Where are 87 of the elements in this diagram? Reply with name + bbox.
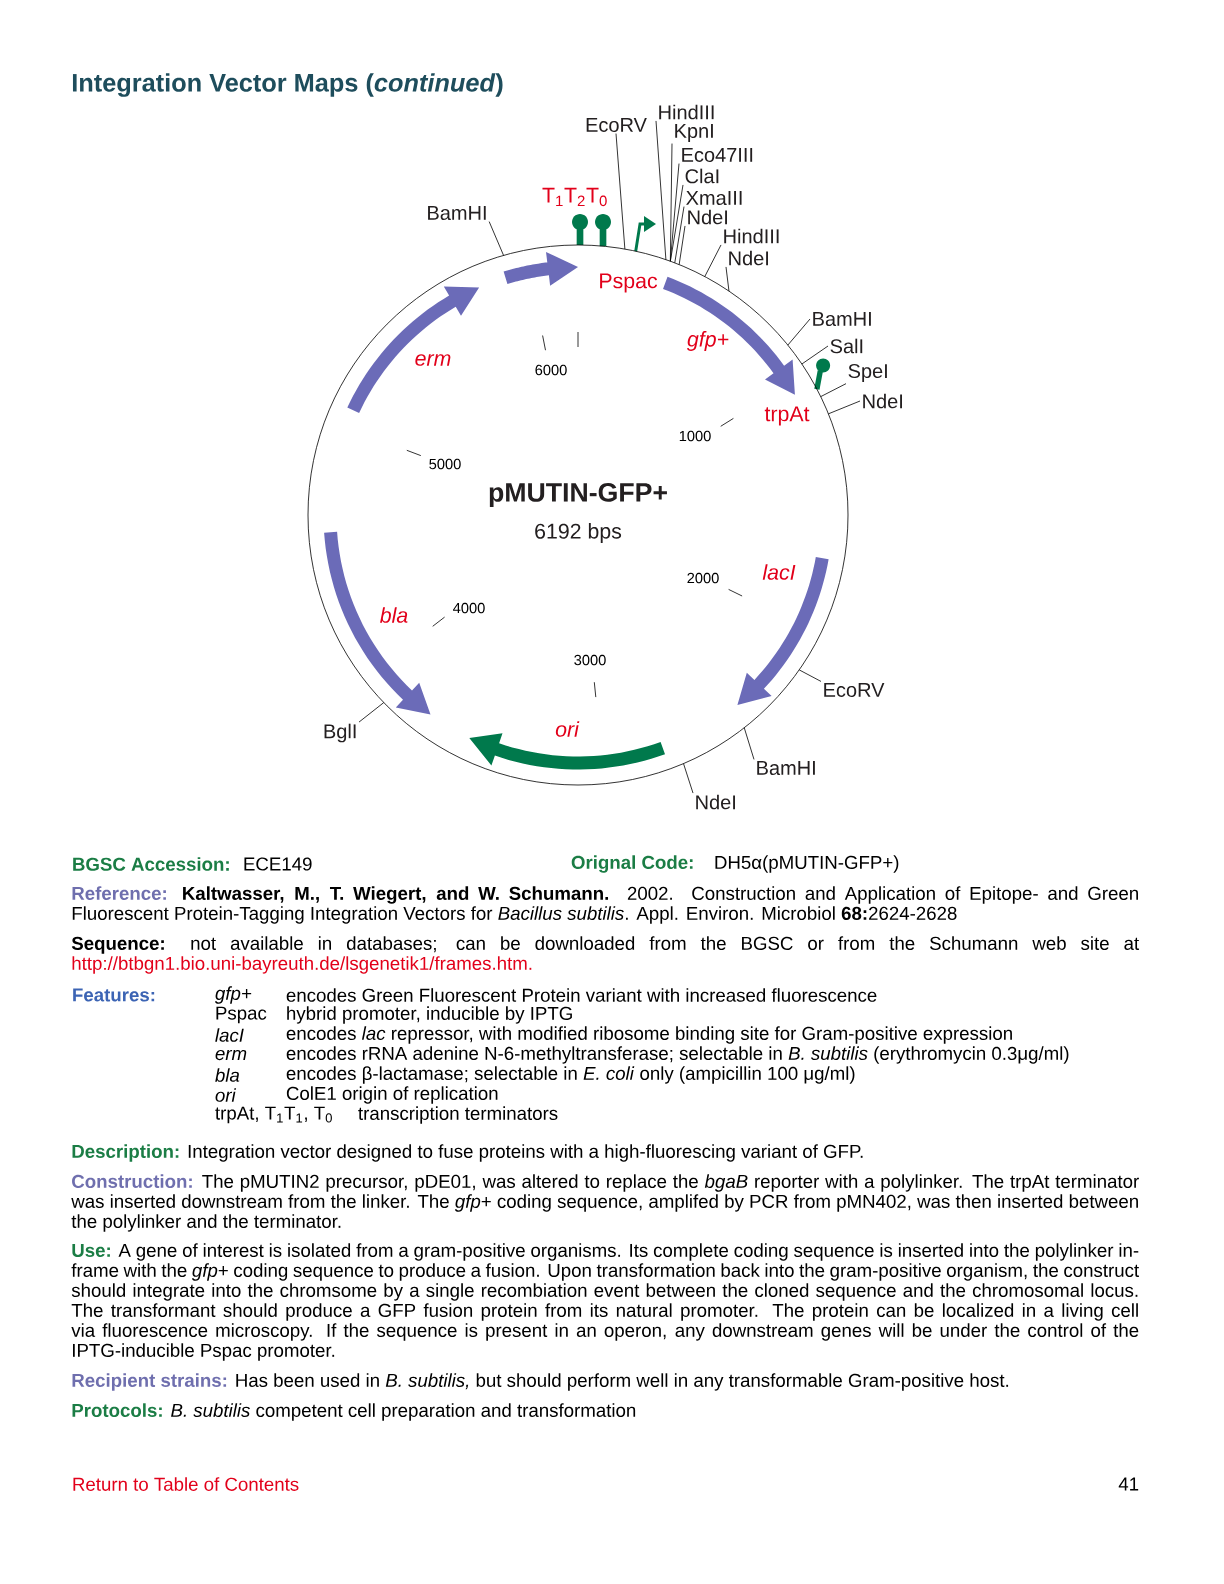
label: Kaltwasser, M., T. Wiegert, and W. Schumann. 2002. Construction and Application of Epitope- and Green: [183, 886, 1138, 904]
label: The pMUTIN2 precursor, pDE01, was altered to replace the bgaB reporter with a polylinker. The trpAt terminator: [202, 1174, 1139, 1192]
label: was inserted downstream from the linker. The gfp+ coding sequence, amplifed by PCR from pMN402, was then inserted between: [71, 1194, 1138, 1212]
sequence-paragraph: Sequence: not available in databases; can be downloaded from the BGSC or from the Schumann web site at http://btbgn1.bio.uni-bayreuth.de/lsgenetik1/frames.htm.: [71, 936, 1139, 974]
field-heading: BGSC Accession:: [73, 857, 229, 871]
page-title: Integration Vector Maps (continued): [72, 73, 503, 97]
feature-description: ColE1 origin of replication: [286, 1086, 498, 1104]
feature-label: lacI: [762, 564, 796, 580]
restriction-site-label: BamHI: [813, 312, 871, 326]
feature-term: ori: [215, 1088, 237, 1102]
use-paragraph: Use: A gene of interest is isolated from a gram-positive organisms. Its complete coding sequence is inserted into the polylinker in-frame with the gfp+ coding sequence to produce a fusion. Upon transformation back into the gram-positive organism, the construct should integrate into the chromsome by a single recombiation event between the cloned sequence and the chromosomal locus. The transformant should produce a GFP fusion protein from its natural promoter. The protein can be localized in a living cell via fluorescence microscopy. If the sequence is present in an operon, any downstream genes will be under the control of the IPTG-inducible Pspac promoter.: [71, 1243, 1139, 1361]
tick-label: 4000: [453, 602, 485, 614]
field-heading: Features:: [73, 988, 155, 1002]
feature-description: hybrid promoter, inducible by IPTG: [287, 1006, 572, 1024]
leader-line: [655, 120, 667, 261]
tick-label: 6000: [535, 364, 567, 376]
restriction-site-label: NdeI: [696, 794, 735, 810]
feature-label: bla: [380, 607, 408, 623]
leader-line: [787, 318, 811, 346]
tick-label: 3000: [574, 654, 606, 666]
feature-description: encodes lac repressor, with modified ribosome binding site for Gram-positive expression: [286, 1026, 1012, 1044]
leader-line: [827, 400, 861, 415]
restriction-site-label: ClaI: [685, 168, 719, 184]
feature-description: transcription terminators: [358, 1106, 558, 1124]
leader-line: [674, 206, 685, 264]
feature-label: erm: [415, 354, 451, 366]
feature-description: encodes β-lactamase; selectable in E. coli only (ampicillin 100 μg/ml): [286, 1066, 855, 1084]
leader-line: [358, 702, 385, 723]
feature-term: trpAt, T$_{1}$T$_{1}$, T$_{0}$: [215, 1106, 332, 1124]
leader-line: [743, 727, 755, 760]
leader-line: [683, 763, 694, 794]
restriction-site-label: Eco47III: [682, 148, 753, 162]
tick-label: 2000: [687, 572, 719, 584]
recipients-paragraph: Recipient strains: Has been used in B. subtilis, but should perform well in any transformable Gram-positive host.: [72, 1373, 1009, 1391]
field-heading: Orignal Code:: [571, 855, 693, 873]
label: Fluorescent Protein-Tagging Integration Vectors for Bacillus subtilis. Appl. Environ. Microbiol 68:2624-2628: [72, 906, 957, 924]
feature-term: Pspac: [216, 1006, 267, 1024]
restriction-site-label: BamHI: [428, 206, 486, 220]
feature-term: gfp+: [215, 986, 252, 1004]
leader-line: [704, 244, 722, 277]
leader-line: [669, 184, 684, 262]
leader-line: [820, 383, 847, 398]
leader-line: [488, 221, 504, 256]
page-number: 41: [1118, 1477, 1139, 1491]
plasmid-name: pMUTIN-GFP+: [489, 482, 667, 508]
feature-label: gfp+: [687, 331, 729, 351]
restriction-site-label: XmaIII: [686, 191, 742, 205]
leader-line: [801, 345, 829, 365]
web-link: http://btbgn1.bio.uni-bayreuth.de/lsgenetik1/frames.htm.: [72, 956, 532, 974]
restriction-site-label: BamHI: [757, 761, 815, 775]
feature-label: Pspac: [600, 273, 658, 293]
field-value: ECE149: [244, 857, 312, 871]
protocols-paragraph: Protocols: B. subtilis competent cell preparation and transformation: [72, 1403, 636, 1421]
leader-line: [725, 266, 730, 292]
label: Reference:: [72, 886, 166, 900]
feature-description: encodes Green Fluorescent Protein variant with increased fluorescence: [286, 988, 877, 1002]
restriction-site-label: KpnI: [675, 124, 713, 142]
tick-label: 5000: [429, 458, 461, 470]
construction-paragraph: Construction: The pMUTIN2 precursor, pDE01, was altered to replace the bgaB reporter with a polylinker. The trpAt terminator was inserted downstream from the linker. The gfp+ coding sequence, amplifed by PCR from pMN402, was then inserted between the polylinker and the terminator.: [71, 1174, 1139, 1232]
description-paragraph: Description: Integration vector designed to fuse proteins with a high-fluorescing variant of GFP.: [72, 1144, 863, 1162]
feature-label: ori: [555, 721, 580, 737]
leader-line: [678, 225, 686, 266]
field-value: DH5α(pMUTIN-GFP+): [715, 855, 899, 873]
feature-term: lacI: [215, 1028, 244, 1042]
restriction-site-label: NdeI: [688, 209, 727, 225]
feature-label: trpAt: [764, 406, 810, 426]
restriction-site-label: SpeI: [848, 363, 887, 383]
tick-label: 1000: [679, 430, 711, 442]
restriction-site-label: HindIII: [659, 104, 714, 120]
reference-paragraph: Reference: Kaltwasser, M., T. Wiegert, and W. Schumann. 2002. Construction and Application of Epitope- and Green Fluorescent Protein-Tagging Integration Vectors for Bacillus subtilis. Appl. Environ. Microbiol 68:2624-2628: [72, 886, 1138, 924]
leader-line: [615, 133, 626, 250]
label: the polylinker and the terminator.: [71, 1214, 341, 1232]
restriction-site-label: NdeI: [729, 250, 768, 266]
restriction-site-label: BglI: [324, 723, 356, 743]
restriction-site-label: EcoRV: [586, 118, 647, 132]
restriction-site-label: HindIII: [724, 228, 779, 244]
page-link: Return to Table of Contents: [73, 1477, 299, 1491]
restriction-site-label: EcoRV: [824, 683, 885, 697]
feature-term: erm: [215, 1049, 247, 1061]
terminator-label: T$_{1}$T$_{2}$T$_{0}$: [542, 187, 607, 207]
feature-description: encodes rRNA adenine N-6-methyltransferase; selectable in B. subtilis (erythromycin 0.3μg/ml): [286, 1046, 1069, 1064]
leader-line: [798, 669, 822, 682]
restriction-site-label: SalI: [830, 338, 863, 354]
label: Construction:: [72, 1174, 192, 1188]
feature-term: bla: [215, 1068, 240, 1082]
restriction-site-label: NdeI: [863, 393, 902, 409]
plasmid-size: 6192 bps: [535, 523, 622, 543]
